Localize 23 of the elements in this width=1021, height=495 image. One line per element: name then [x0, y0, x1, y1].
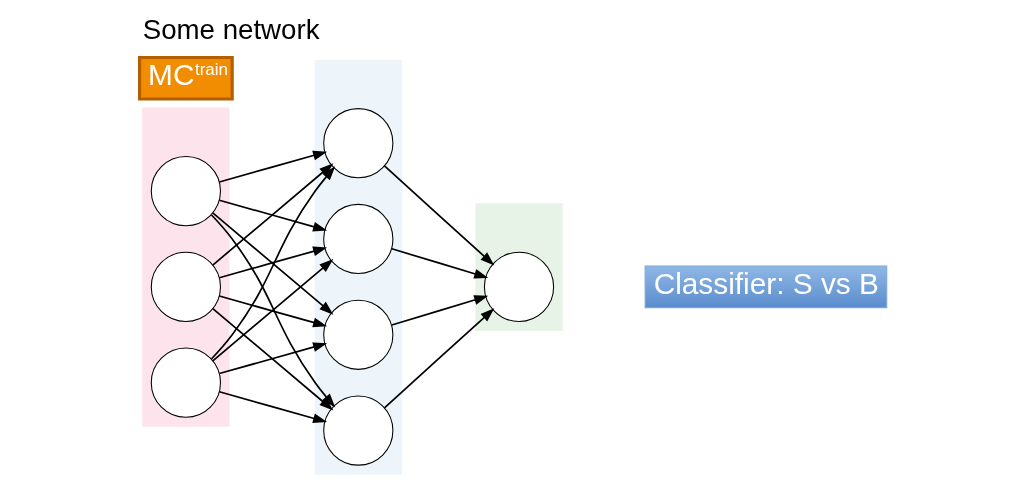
node-circle — [323, 203, 394, 275]
arrow — [218, 246, 328, 279]
arrow — [218, 295, 328, 328]
node-box: Classifier: S vs B — [644, 265, 888, 309]
node-box: MC$^{train}$ — [138, 55, 234, 101]
node-circle — [150, 347, 221, 418]
arrow — [391, 247, 489, 279]
node-circle — [150, 251, 221, 322]
arrow — [218, 342, 328, 375]
arrow — [218, 390, 328, 424]
node-circle — [150, 155, 221, 227]
node-circle — [323, 299, 394, 370]
arrow — [383, 308, 495, 409]
arrow — [218, 150, 328, 183]
arrow — [211, 212, 334, 315]
arrow — [210, 166, 336, 360]
cluster — [142, 107, 230, 427]
arrow — [391, 295, 489, 326]
arrow — [383, 165, 495, 266]
diagram-title: Some network — [142, 13, 320, 45]
arrow — [211, 259, 334, 362]
node-circle — [483, 251, 555, 322]
arrow — [218, 199, 328, 232]
